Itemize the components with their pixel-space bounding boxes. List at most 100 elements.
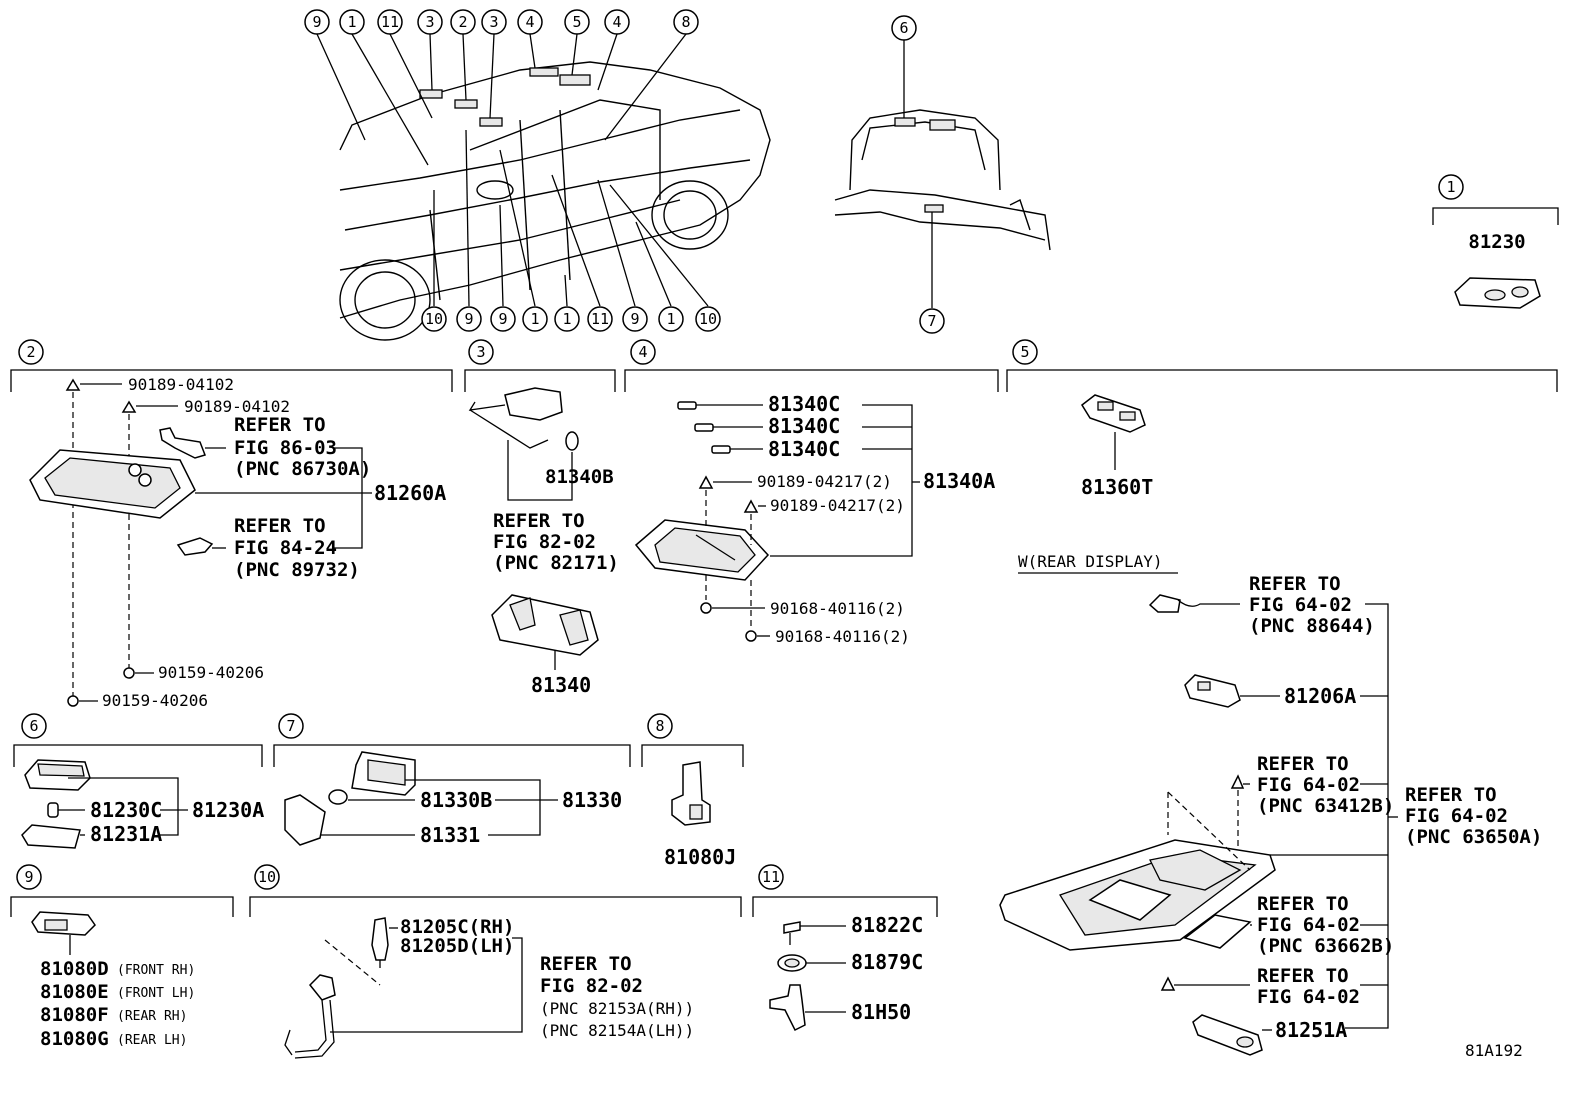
rear-ref5-line1: REFER TO [1257, 965, 1349, 987]
callout-top-10: 8 [681, 13, 690, 31]
callout-trunk-top: 6 [899, 19, 908, 37]
rear-ref1-line2: FIG 64-02 [1249, 594, 1352, 616]
section-10-ref-line3: (PNC 82153A(RH)) [540, 999, 694, 1018]
rear-ref5-line2: FIG 64-02 [1257, 986, 1360, 1008]
part-81340B: 81340B [545, 466, 614, 488]
section-10-ref-line1: REFER TO [540, 953, 632, 975]
note-front-rh: (FRONT RH) [117, 963, 195, 978]
section-8: 8 81080J [641, 713, 744, 869]
part-81260A: 81260A [374, 481, 446, 505]
part-81230A: 81230A [192, 798, 264, 822]
part-81230-drawing [1454, 277, 1541, 309]
section-2-ref1-line2: FIG 86-03 [234, 437, 337, 459]
rear-ref3-line3: (PNC 63650A) [1405, 826, 1542, 848]
note-rear-lh: (REAR LH) [117, 1033, 187, 1048]
part-81231A: 81231A [90, 822, 162, 846]
callout-bottom-4: 1 [530, 310, 539, 328]
rear-ref2-line3: (PNC 63412B) [1257, 795, 1394, 817]
section-6-badge: 6 [29, 717, 38, 735]
section-1-badge: 1 [1446, 178, 1455, 196]
section-5: 5 81360T [1006, 339, 1558, 499]
rear-ref4-line3: (PNC 63662B) [1257, 935, 1394, 957]
callout-top-3: 11 [381, 13, 399, 31]
part-81080E: 81080E [40, 981, 109, 1003]
section-3-ref-line3: (PNC 82171) [493, 552, 619, 574]
part-81080F: 81080F [40, 1004, 109, 1026]
section-3-badge: 3 [476, 343, 485, 361]
section-11: 11 81822C 81879C 81H50 [752, 864, 938, 1032]
overview-callouts-top: 9 1 11 3 2 3 4 5 4 8 [304, 9, 699, 35]
section-2: 2 90189-04102 90189-04102 REFER TO FIG 8… [10, 339, 453, 710]
section-10-ref-line4: (PNC 82154A(LH)) [540, 1021, 694, 1040]
section-9-badge: 9 [24, 868, 33, 886]
section-10: 10 81205C(RH) 81205D(LH) REFER TO FIG 82… [249, 864, 742, 1059]
section-2-badge: 2 [26, 343, 35, 361]
callout-top-7: 4 [525, 13, 534, 31]
section-11-badge: 11 [762, 868, 780, 886]
figure-code: 81A192 [1465, 1041, 1523, 1060]
callout-bottom-1: 10 [425, 310, 443, 328]
part-81340: 81340 [531, 673, 591, 697]
overview-leaders [316, 33, 709, 307]
section-2-ref2-line3: (PNC 89732) [234, 559, 360, 581]
section-7: 7 81330B 81331 81330 [273, 713, 631, 847]
part-81230C: 81230C [90, 798, 162, 822]
trunk-illustration: 6 7 [834, 15, 1051, 334]
part-90189-04217-b: 90189-04217(2) [770, 496, 905, 515]
callout-bottom-7: 9 [630, 310, 639, 328]
part-81205D: 81205D(LH) [400, 935, 514, 957]
part-81879C: 81879C [851, 950, 923, 974]
section-7-badge: 7 [286, 717, 295, 735]
callout-bottom-6: 11 [591, 310, 609, 328]
part-90168-40116-b: 90168-40116(2) [775, 627, 910, 646]
part-81251A: 81251A [1275, 1018, 1347, 1042]
rear-ref1-line1: REFER TO [1249, 573, 1341, 595]
rear-ref1-line3: (PNC 88644) [1249, 615, 1375, 637]
rear-ref3-line2: FIG 64-02 [1405, 805, 1508, 827]
part-90168-40116-a: 90168-40116(2) [770, 599, 905, 618]
section-2-ref1-line3: (PNC 86730A) [234, 458, 371, 480]
section-10-badge: 10 [258, 868, 276, 886]
callout-top-1: 9 [312, 13, 321, 31]
rear-display-section: W(REAR DISPLAY) REFER TO FIG 64-02 (PNC … [999, 552, 1542, 1056]
part-90189-04217-a: 90189-04217(2) [757, 472, 892, 491]
callout-trunk-bottom: 7 [927, 312, 936, 330]
note-front-lh: (FRONT LH) [117, 986, 195, 1001]
section-6: 6 81230C 81231A 81230A [13, 713, 264, 849]
section-1: 1 81230 [1432, 174, 1559, 309]
callout-bottom-2: 9 [464, 310, 473, 328]
rear-ref2-line1: REFER TO [1257, 753, 1349, 775]
callout-bottom-5: 1 [562, 310, 571, 328]
callout-top-9: 4 [612, 13, 621, 31]
part-81205C: 81205C(RH) [400, 916, 514, 938]
part-90189-04102-b: 90189-04102 [184, 397, 290, 416]
part-81080D: 81080D [40, 958, 109, 980]
part-81080G: 81080G [40, 1028, 109, 1050]
rear-ref4-line1: REFER TO [1257, 893, 1349, 915]
rear-ref3-line1: REFER TO [1405, 784, 1497, 806]
part-81230: 81230 [1468, 231, 1525, 253]
callout-bottom-3: 9 [498, 310, 507, 328]
note-rear-rh: (REAR RH) [117, 1009, 187, 1024]
part-81080J: 81080J [664, 845, 736, 869]
section-2-ref2-line1: REFER TO [234, 515, 326, 537]
part-81340C-a: 81340C [768, 392, 840, 416]
section-5-badge: 5 [1020, 343, 1029, 361]
overview-callouts-bottom: 10 9 9 1 1 11 9 1 10 [421, 306, 721, 332]
section-9: 9 81080D (FRONT RH) 81080E (FRONT LH) 81… [10, 864, 234, 1050]
section-4: 4 81340C 81340C 81340C 90189-04217(2) 90… [624, 339, 999, 646]
part-81822C: 81822C [851, 913, 923, 937]
part-81360T: 81360T [1081, 475, 1153, 499]
section-4-badge: 4 [638, 343, 647, 361]
part-90159-40206-a: 90159-40206 [158, 663, 264, 682]
rear-ref4-line2: FIG 64-02 [1257, 914, 1360, 936]
part-81330: 81330 [562, 788, 622, 812]
callout-top-6: 3 [489, 13, 498, 31]
part-81331: 81331 [420, 823, 480, 847]
part-81340A: 81340A [923, 469, 995, 493]
part-81206A: 81206A [1284, 684, 1356, 708]
part-81330B: 81330B [420, 788, 492, 812]
callout-bottom-9: 10 [699, 310, 717, 328]
part-81H50: 81H50 [851, 1000, 911, 1024]
